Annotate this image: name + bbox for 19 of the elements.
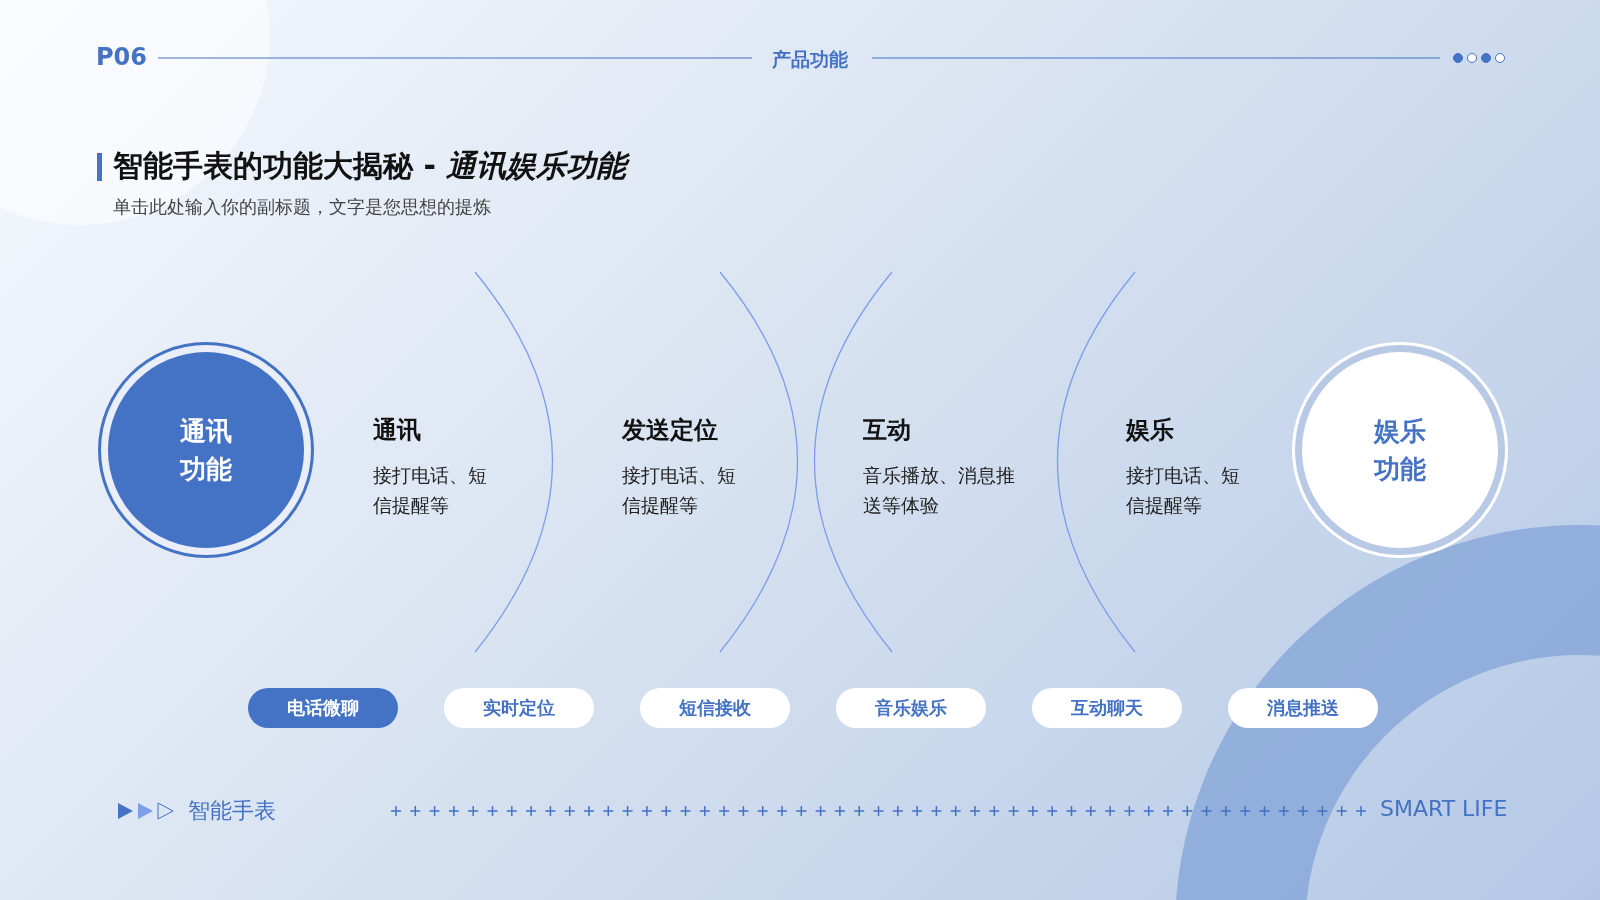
feature-heading: 通讯: [373, 415, 421, 446]
tag-pill: 互动聊天: [1032, 688, 1182, 728]
tag-pill: 实时定位: [444, 688, 594, 728]
feature-heading: 互动: [863, 415, 911, 446]
feature-description: 音乐播放、消息推送等体验: [863, 463, 1016, 518]
feature-heading: 发送定位: [622, 415, 718, 446]
footer-text: SMART LIFE: [1380, 796, 1508, 821]
tag-pill: 电话微聊: [248, 688, 398, 728]
feature-heading: 娱乐: [1126, 415, 1174, 446]
tag-pill: 短信接收: [640, 688, 790, 728]
footer-text: 智能手表: [188, 797, 276, 825]
feature-description: 接打电话、短信提醒等: [373, 463, 488, 518]
section-title: 产品功能: [772, 47, 848, 72]
page-number: P06: [96, 43, 147, 71]
feature-description: 接打电话、短信提醒等: [622, 463, 737, 518]
tag-pill: 消息推送: [1228, 688, 1378, 728]
feature-description: 接打电话、短信提醒等: [1126, 463, 1241, 518]
subtitle: 单击此处输入你的副标题，文字是您思想的提炼: [113, 195, 491, 219]
tag-pill: 音乐娱乐: [836, 688, 986, 728]
